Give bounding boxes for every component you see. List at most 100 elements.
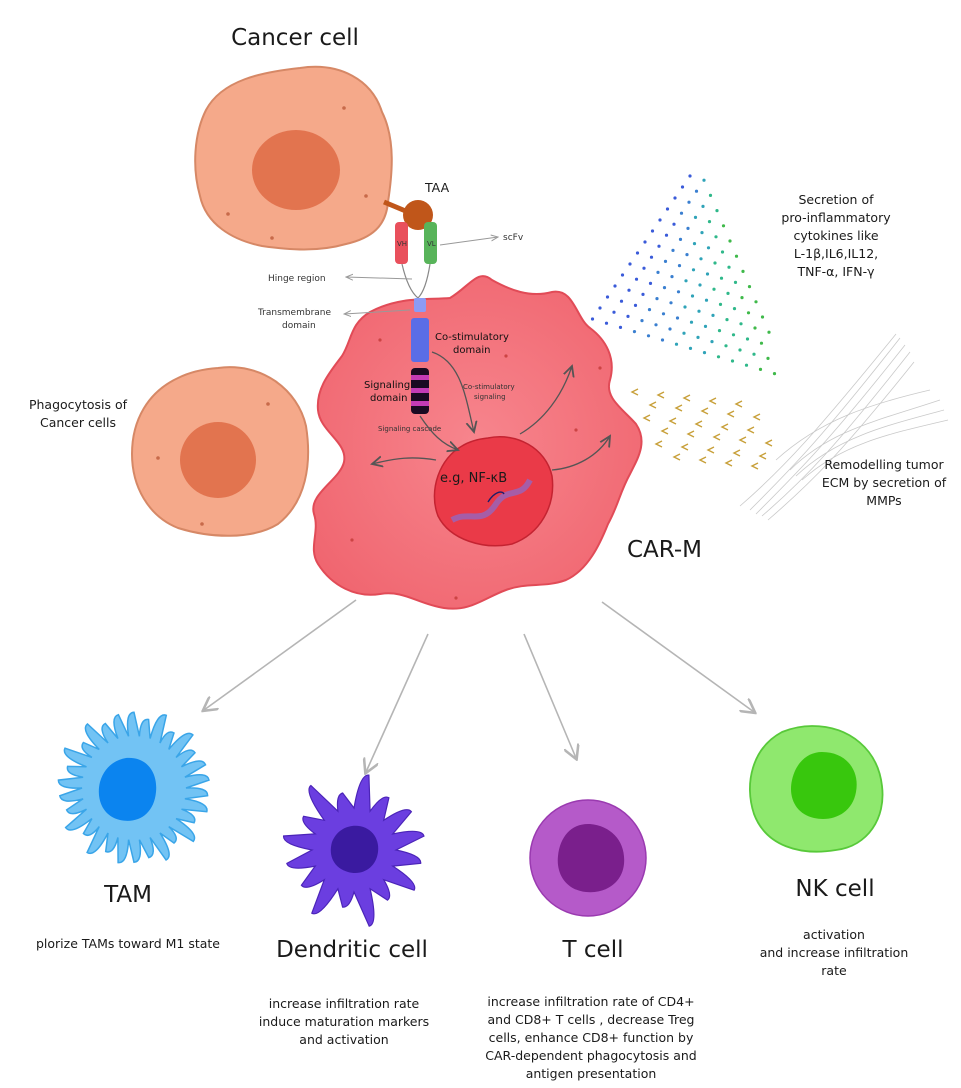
mmp-chevron (682, 394, 691, 402)
cytokine-dot (684, 279, 688, 283)
remodelling-arrow (551, 436, 610, 471)
nk-cell (749, 725, 884, 853)
secretion-line-1: Secretion of (798, 192, 874, 207)
cytokine-dot (688, 346, 693, 350)
cytokine-dot (656, 270, 660, 274)
cytokine-dot (697, 309, 701, 313)
cytokine-dot (641, 292, 645, 296)
mmp-chevron (732, 449, 741, 457)
cytokine-dot (658, 218, 662, 222)
cytokine-dot (716, 355, 721, 359)
cytokine-dot (747, 285, 752, 289)
cytokine-dot (746, 311, 751, 315)
cytokine-dot (713, 261, 717, 265)
cytokine-dot (649, 255, 654, 259)
mmp-chevron (656, 391, 665, 399)
cytokine-dot (632, 330, 637, 334)
taa-antigen (403, 200, 433, 230)
costim-signaling-label-2: signaling (474, 393, 506, 401)
cytokine-dot (671, 248, 675, 252)
cytokine-dot (738, 348, 742, 352)
mmp-chevron (672, 453, 681, 461)
vl-label: VL (427, 240, 436, 248)
cytokine-dot (702, 351, 707, 355)
costim-signaling-arrow (431, 351, 474, 432)
cytokine-dot (682, 331, 686, 335)
arrow-to-tam (204, 599, 357, 710)
cytokine-dot (698, 283, 702, 287)
cytokine-dot (710, 340, 714, 344)
cytokine-dot (714, 235, 718, 239)
ecm-fibers (739, 333, 949, 521)
cytokine-dot (701, 204, 705, 208)
cytokine-dot (669, 301, 673, 305)
cytokine-dot (694, 189, 699, 193)
hinge-pointer (346, 277, 413, 279)
cytokine-dot (759, 341, 764, 345)
scfv-pointer (439, 237, 498, 246)
cytokine-dot (686, 226, 690, 230)
mmp-chevron (758, 452, 767, 460)
tcell-desc-3: cells, enhance CD8+ function by (489, 1030, 694, 1045)
costim-signaling-label-1: Co-stimulatory (463, 383, 515, 391)
cytokine-dot (657, 244, 661, 248)
cytokine-dot (706, 246, 711, 250)
arrow-to-dendritic (366, 633, 429, 772)
tcell-desc-4: CAR-dependent phagocytosis and (485, 1048, 696, 1063)
cytokine-dot (620, 273, 625, 277)
dendritic-desc-1: increase infiltration rate (269, 996, 420, 1011)
mmp-chevron (642, 414, 651, 422)
mmp-chevron (738, 436, 747, 444)
signaling-label-1: Signaling (364, 380, 410, 391)
cytokine-dot (634, 277, 639, 281)
cytokine-dot (662, 286, 667, 290)
cytokine-dot (733, 280, 738, 284)
transmembrane-pointer (344, 309, 411, 314)
signaling-cascade-arrow (419, 415, 458, 450)
cytokine-dot (705, 272, 710, 276)
mmp-chevron (668, 417, 677, 425)
tcell-title: T cell (562, 937, 624, 963)
cytokine-dot (678, 237, 683, 241)
cytokine-dot (612, 310, 616, 314)
car-m-nucleus (433, 436, 554, 547)
cytokine-dot (665, 207, 670, 211)
cytokine-dot (699, 257, 703, 261)
cytokine-dot (672, 222, 676, 226)
cytokine-dot (760, 315, 765, 319)
mmp-chevron (654, 440, 663, 448)
cytokine-dot (683, 305, 687, 309)
cytokine-dot (654, 323, 658, 327)
cytokine-dot (726, 291, 730, 295)
cytokine-dot (702, 178, 706, 182)
mmp-chevron (698, 456, 707, 464)
phagocytosis-arrow (372, 458, 437, 464)
transmembrane-label-2: domain (282, 321, 316, 331)
cytokine-dot (703, 324, 708, 328)
hinge-label: Hinge region (268, 274, 326, 284)
cytokine-dot (646, 334, 651, 338)
cytokine-dot (745, 337, 750, 341)
cytokine-dot (663, 259, 668, 263)
mmp-chevron (720, 423, 729, 431)
cytokine-dot (633, 303, 638, 307)
cytokine-dot (668, 327, 672, 331)
mmp-chevron (674, 404, 683, 412)
cytokine-dot (718, 302, 723, 306)
cytokine-dot (740, 296, 744, 300)
cytokine-dot (677, 264, 682, 268)
cytokine-dot (643, 240, 647, 244)
cytokine-dot (691, 268, 696, 272)
tcell-desc-2: and CD8+ T cells , decrease Treg (488, 1012, 695, 1027)
nk-desc-1: activation (803, 927, 865, 942)
cytokine-dot (739, 322, 743, 326)
secretion-caption: Secretion of pro-inflammatory cytokines … (781, 192, 891, 279)
cytokine-dot (758, 367, 763, 371)
cytokine-dot (650, 229, 655, 233)
secretion-line-3: cytokines like (793, 228, 878, 243)
signaling-label-2: domain (370, 393, 407, 404)
cytokine-dot (628, 262, 632, 266)
vh-label: VH (397, 240, 407, 248)
arrow-to-tcell (523, 633, 576, 758)
